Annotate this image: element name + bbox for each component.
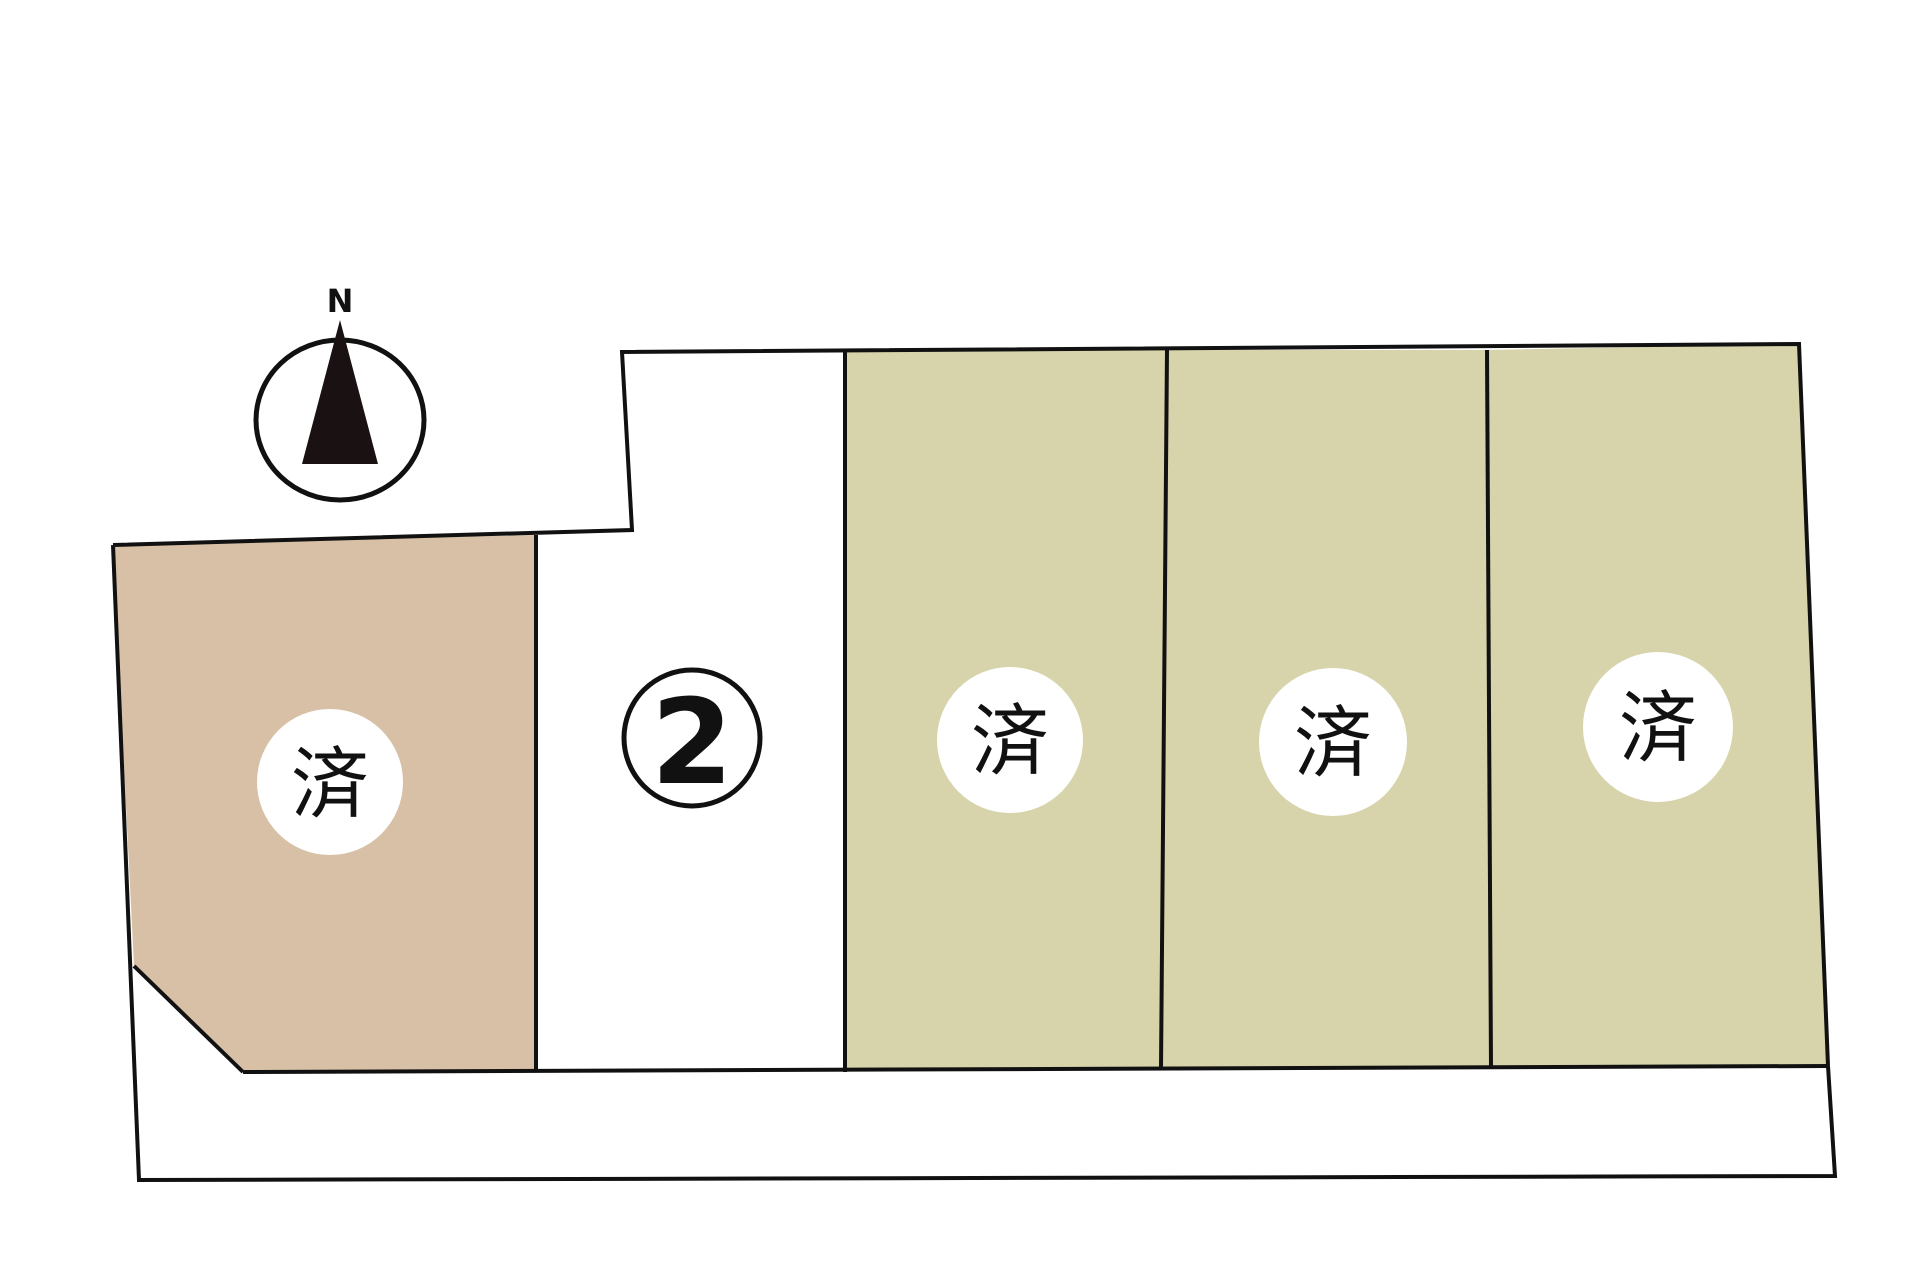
lot-4-5-divider xyxy=(1485,349,1493,1069)
lot-1-label: 済 xyxy=(291,740,369,830)
lot-5-label: 済 xyxy=(1619,684,1697,774)
lot-boundaries xyxy=(111,341,1838,1183)
lot-3-label: 済 xyxy=(971,697,1049,787)
lot-5-badge: 済 xyxy=(1583,652,1733,802)
lot-1[interactable]: 済 xyxy=(113,535,536,1072)
lot-4-badge: 済 xyxy=(1259,668,1407,816)
lot-2-badge: 2 xyxy=(621,667,763,811)
compass-label: N xyxy=(327,282,354,320)
lot-5-badge-circle xyxy=(1583,652,1733,802)
lot-3-4-divider xyxy=(1159,349,1169,1069)
lot-3[interactable]: 済 xyxy=(845,350,1167,1070)
lot-1-badge: 済 xyxy=(257,709,403,855)
lot-front-line xyxy=(242,1064,1829,1074)
lot-2-badge-circle xyxy=(621,667,763,809)
lot-5[interactable]: 済 xyxy=(1487,344,1828,1068)
north-arrow-icon xyxy=(302,320,378,464)
lot-4[interactable]: 済 xyxy=(1161,350,1491,1068)
compass: N xyxy=(253,282,427,503)
lot-3-badge-circle xyxy=(937,667,1083,813)
lot-2[interactable]: 2 xyxy=(536,352,845,1072)
lot-2-label: 2 xyxy=(651,673,733,811)
lot-3-badge: 済 xyxy=(937,667,1083,813)
lot-1-badge-circle xyxy=(257,709,403,855)
lot-4-badge-circle xyxy=(1259,668,1407,816)
outer-boundary xyxy=(111,341,1838,1183)
road xyxy=(134,966,1835,1180)
lot-4-label: 済 xyxy=(1294,699,1372,789)
lot-1-corner-line xyxy=(132,964,245,1074)
